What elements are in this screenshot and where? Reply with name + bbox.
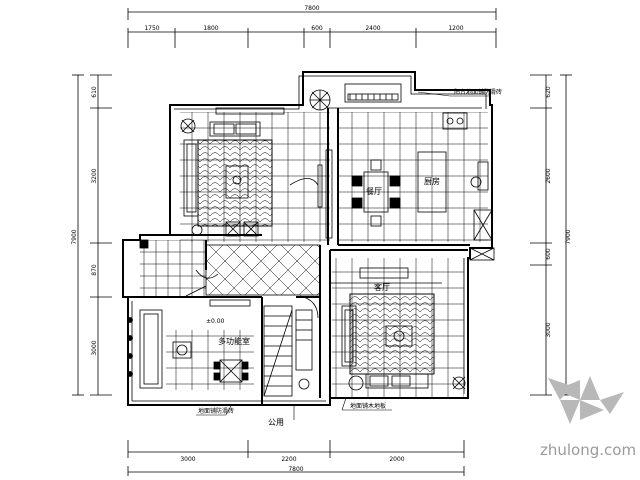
watermark-logo: [548, 376, 624, 424]
right-dimension-4: 3000: [545, 322, 552, 337]
room-label-kitchen: 厨房: [424, 176, 440, 186]
lower-right-living-furniture: [330, 267, 466, 391]
right-total-dimension: 7900: [565, 229, 572, 244]
right-dimension-1: 620: [545, 86, 552, 98]
top-dimension-5: 1200: [448, 25, 463, 32]
elevation-mark: ±0.00: [206, 318, 225, 325]
left-dimension-4: 3000: [91, 340, 98, 355]
bottom-dimension-chain: [127, 440, 465, 476]
note-bottom-left: 地面铺防滑砖: [198, 407, 234, 415]
left-dimension-chain: [72, 74, 112, 396]
bottom-leaders: [196, 397, 392, 416]
bottom-dimension-3: 2000: [389, 456, 404, 463]
upper-left-living-furniture: [180, 107, 285, 237]
bottom-total-dimension: 7800: [288, 466, 303, 473]
sliding-partition: [289, 149, 333, 239]
top-dimension-4: 2400: [365, 25, 380, 32]
room-label-public: 公用: [268, 418, 284, 427]
room-label-living: 客厅: [374, 282, 390, 292]
left-total-dimension: 7900: [71, 229, 78, 244]
balcony-fixtures: [309, 83, 482, 111]
lower-left-room-furniture: [127, 269, 251, 389]
watermark-text: zhulong.com: [540, 441, 636, 459]
staircase: [263, 295, 319, 397]
note-bottom-right: 地面铺木地板: [350, 402, 386, 410]
left-dimension-1: 610: [91, 86, 98, 98]
room-label-multifunction: 多功能室: [218, 336, 250, 346]
hall-tiles: [139, 239, 321, 296]
right-dimension-3: 600: [545, 248, 552, 260]
top-dimension-3: 600: [311, 25, 323, 32]
top-dimension-1: 1750: [144, 25, 159, 32]
top-dimension-chain: [127, 8, 497, 48]
floor-patterns: [140, 112, 488, 398]
right-dimension-chain: [530, 74, 572, 396]
room-label-dining: 餐厅: [366, 187, 382, 196]
top-dimension-2: 1800: [203, 25, 218, 32]
left-dimension-3: 870: [91, 264, 98, 276]
wall-inner-lines: [131, 75, 487, 402]
top-right-leader: [417, 91, 490, 97]
right-dimension-2: 2600: [545, 168, 552, 183]
dining-furniture: [351, 112, 495, 261]
note-top-right: 阳台地面铺防滑砖: [454, 88, 502, 96]
bottom-dimension-2: 2200: [281, 456, 296, 463]
bottom-dimension-1: 3000: [180, 456, 195, 463]
top-total-dimension: 7800: [304, 5, 319, 12]
left-dimension-2: 3200: [91, 168, 98, 183]
